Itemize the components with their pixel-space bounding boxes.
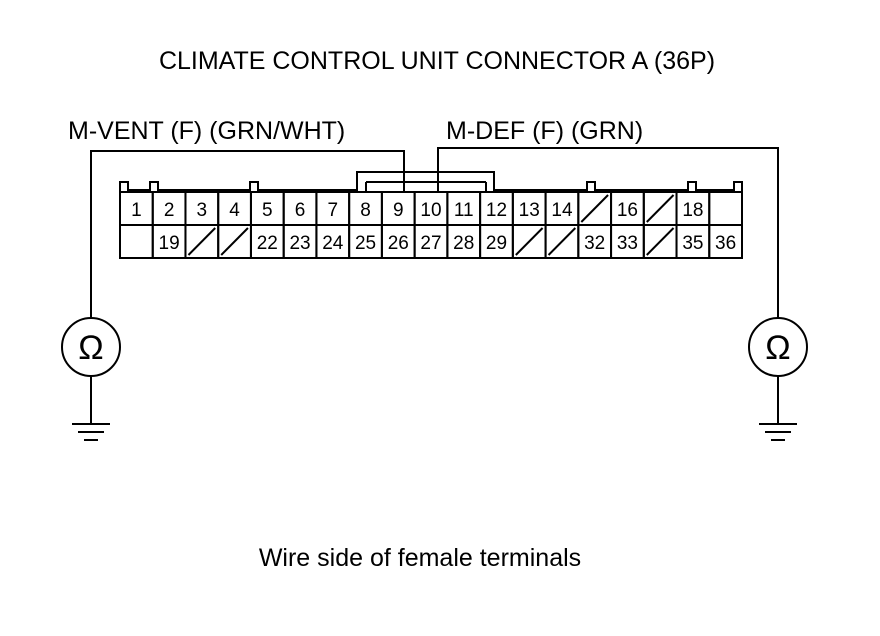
right-ohm-symbol: Ω [765, 329, 790, 367]
unused-cavity-slash [580, 194, 609, 223]
terminal-24-label: 24 [322, 233, 344, 254]
connector-housing [119, 171, 743, 259]
unused-cavity-slash [646, 194, 675, 223]
terminal-6-label: 6 [295, 200, 306, 221]
terminal-22-label: 22 [257, 233, 278, 254]
unused-cavity-slash [220, 227, 249, 256]
m-def-wire [437, 147, 779, 318]
terminal-1-label: 1 [131, 200, 142, 221]
left-ohmmeter: Ω [61, 317, 121, 377]
cavity-bottom-1 [119, 224, 154, 259]
terminal-16-label: 16 [617, 200, 638, 221]
terminal-4-label: 4 [229, 200, 240, 221]
unused-cavity-slash [547, 227, 577, 256]
terminal-27-label: 27 [420, 233, 441, 254]
terminal-11-label: 11 [454, 200, 474, 221]
terminal-18-label: 18 [682, 200, 703, 221]
terminal-29-label: 29 [486, 233, 507, 254]
terminal-7-label: 7 [328, 200, 339, 221]
m-vent-wire-label: M-VENT (F) (GRN/WHT) [68, 117, 345, 145]
terminal-26-label: 26 [388, 233, 409, 254]
unused-cavity-slash [187, 227, 216, 256]
left-ohm-symbol: Ω [78, 329, 103, 367]
terminal-12-label: 12 [486, 200, 507, 221]
terminal-13-label: 13 [519, 200, 540, 221]
diagram-caption: Wire side of female terminals [259, 544, 581, 572]
terminal-8-label: 8 [360, 200, 371, 221]
terminal-19-label: 19 [159, 233, 180, 254]
terminal-5-label: 5 [262, 200, 273, 221]
terminal-9-label: 9 [393, 200, 404, 221]
unused-cavity-slash [646, 227, 675, 256]
terminal-3-label: 3 [197, 200, 208, 221]
terminal-10-label: 10 [420, 200, 441, 221]
terminal-33-label: 33 [617, 233, 638, 254]
terminal-36-label: 36 [715, 233, 736, 254]
terminal-35-label: 35 [682, 233, 703, 254]
m-def-wire-label: M-DEF (F) (GRN) [446, 117, 643, 145]
right-ohmmeter: Ω [748, 317, 808, 377]
terminal-25-label: 25 [355, 233, 376, 254]
terminal-23-label: 23 [289, 233, 310, 254]
cavity-bottom-19 [708, 224, 744, 259]
terminal-14-label: 14 [551, 200, 573, 221]
diagram-title: CLIMATE CONTROL UNIT CONNECTOR A (36P) [159, 47, 715, 75]
terminal-28-label: 28 [453, 233, 474, 254]
left-ground-icon [72, 423, 110, 441]
cavity-top-19 [708, 191, 744, 226]
right-ground-icon [759, 423, 797, 441]
terminal-2-label: 2 [164, 200, 175, 221]
terminal-32-label: 32 [584, 233, 605, 254]
unused-cavity-slash [515, 227, 544, 256]
